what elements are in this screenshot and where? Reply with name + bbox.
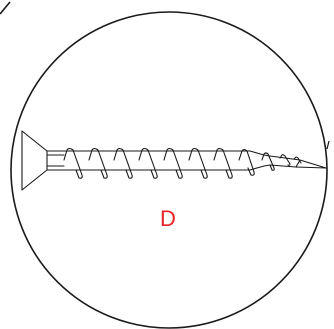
shank-inner-line (46, 154, 65, 167)
thread-10 (279, 154, 291, 166)
thread-11 (293, 156, 302, 164)
screw-shank (46, 150, 271, 171)
thread-6 (188, 147, 208, 179)
diagram-label: D (160, 206, 176, 231)
thread-3 (113, 147, 133, 179)
thread-5 (163, 147, 183, 179)
screw-threads (63, 147, 302, 179)
edge-tick (326, 140, 330, 150)
screw-tip (269, 155, 327, 169)
thread-2 (88, 147, 108, 179)
corner-stroke (0, 1, 11, 15)
thread-9 (261, 152, 275, 171)
frame-circle (10, 11, 328, 329)
thread-4 (138, 147, 158, 179)
thread-1 (63, 147, 83, 179)
screw-head (21, 130, 48, 191)
screw (21, 130, 327, 191)
thread-8 (238, 148, 255, 176)
thread-7 (213, 147, 233, 179)
